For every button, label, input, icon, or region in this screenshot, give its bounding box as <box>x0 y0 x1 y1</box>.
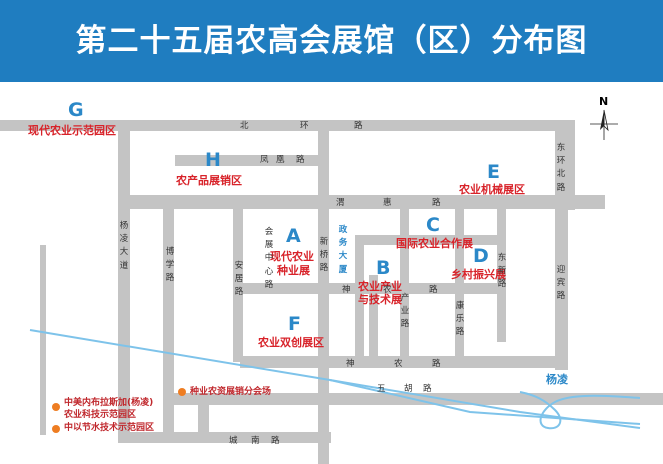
road-label-kangle: 康乐路 <box>455 301 465 338</box>
zone-c-name: 国际农业合作展 <box>396 237 473 250</box>
venue-nebraska-line2: 农业科技示范园区 <box>64 410 137 420</box>
road-label-chengnan-2: 南 <box>251 436 260 446</box>
road-label-yingbin: 迎宾路 <box>556 265 566 302</box>
road-label-wuhu-1: 五 <box>377 384 386 394</box>
zone-c-letter: C <box>426 214 440 236</box>
road-short-upper <box>355 235 505 245</box>
road-west-spur <box>40 245 46 435</box>
road-north-ring <box>0 120 575 131</box>
zone-e-letter: E <box>487 161 500 183</box>
venue-israel-name: 中以节水技术示范园区 <box>64 423 155 433</box>
road-boxue <box>163 207 174 437</box>
road-yangling-avenue <box>118 120 130 438</box>
road-label-wuhu-2: 胡 <box>404 384 413 394</box>
venue-marker-israel <box>52 425 60 433</box>
road-yingbin <box>555 120 568 370</box>
zone-a-name-line2: 种业展 <box>277 264 310 277</box>
zone-f-letter: F <box>288 313 301 335</box>
venue-nebraska-line1: 中美内布拉斯加(杨凌) <box>64 398 154 408</box>
north-arrow-label: N <box>599 95 609 108</box>
zone-e-name: 农业机械展区 <box>459 183 525 196</box>
road-label-north-ring-3: 路 <box>354 121 363 131</box>
road-short-b <box>369 275 378 360</box>
road-label-boxue: 博学路 <box>165 247 175 284</box>
road-south-spur <box>198 400 209 440</box>
road-label-weihui-2: 惠 <box>383 198 392 208</box>
road-label-wuhu-3: 路 <box>423 384 432 394</box>
yangling-label: 杨凌 <box>546 373 568 386</box>
road-label-yangling-avenue: 杨凌大道 <box>119 221 129 271</box>
zone-b-letter: B <box>376 257 391 279</box>
zone-g-letter: G <box>68 99 84 121</box>
road-label-dongxin: 东新路 <box>497 253 507 290</box>
road-label-weihui-3: 路 <box>432 198 441 208</box>
zone-a-letter: A <box>286 225 301 247</box>
road-label-zhengwu-dasha: 政务大厦 <box>338 225 348 275</box>
zone-d-letter: D <box>473 245 489 267</box>
road-anju <box>233 207 243 362</box>
zone-a-name-line1: 现代农业 <box>270 250 314 263</box>
venue-marker-nebraska <box>52 403 60 411</box>
road-label-north-ring-1: 北 <box>240 121 249 131</box>
road-label-north-ring-2: 环 <box>300 121 309 131</box>
road-label-shennong-lower-2: 农 <box>394 359 403 369</box>
road-label-shennong-lower-3: 路 <box>432 359 441 369</box>
road-label-east-ring: 东环北路 <box>556 143 566 193</box>
road-chengnan <box>118 432 331 443</box>
north-arrow-icon <box>590 109 618 140</box>
road-label-shennong-upper-3: 路 <box>429 285 438 295</box>
road-label-fenghuang-1: 凤 <box>260 155 269 165</box>
road-network <box>0 109 663 464</box>
zone-h-name: 农产品展销区 <box>176 174 242 187</box>
interchange-loop <box>519 391 641 430</box>
road-east-ring <box>568 120 575 210</box>
river-lines <box>29 329 641 430</box>
zone-g-name: 现代农业示范园区 <box>28 124 116 137</box>
road-label-weihui-1: 渭 <box>336 198 345 208</box>
road-xinqiao <box>318 120 329 464</box>
road-short-a <box>355 235 364 360</box>
road-weihui <box>118 195 605 209</box>
road-label-shennong-upper-1: 神 <box>342 285 351 295</box>
river-line-2 <box>329 379 641 425</box>
road-label-chanye: 产业路 <box>400 293 410 330</box>
road-label-chengnan-3: 路 <box>271 436 280 446</box>
zone-f-name: 农业双创展区 <box>258 336 324 349</box>
zone-d-name: 乡村振兴展 <box>451 268 506 281</box>
road-dongxin <box>497 207 506 342</box>
venue-marker-seed <box>178 388 186 396</box>
road-label-fenghuang-2: 凰 <box>276 155 285 165</box>
road-label-shennong-lower-1: 神 <box>346 359 355 369</box>
venue-seed-name: 种业农资展销分会场 <box>190 387 272 397</box>
zone-b-name-line1: 农业产业 <box>358 280 402 293</box>
road-label-huizhong: 会展中心路 <box>264 227 274 290</box>
road-chanye <box>400 207 409 359</box>
title-banner: 第二十五届农高会展馆（区）分布图 <box>0 0 663 82</box>
zone-b-name-line2: 与技术展 <box>358 293 402 306</box>
road-fenghuang <box>175 155 320 166</box>
road-label-fenghuang-3: 路 <box>296 155 305 165</box>
zone-h-letter: H <box>205 149 221 171</box>
exhibition-map: N G 现代农业示范园区 H 农产品展销区 E 农业机械展区 A 现代农业 种业… <box>0 82 663 464</box>
road-label-anju: 安居路 <box>234 261 244 298</box>
page-title: 第二十五届农高会展馆（区）分布图 <box>75 23 588 59</box>
road-label-shennong-upper-2: 农 <box>383 285 392 295</box>
road-label-chengnan-1: 城 <box>229 436 238 446</box>
road-label-xinqiao: 新桥路 <box>319 237 329 274</box>
road-kangle <box>455 207 464 359</box>
